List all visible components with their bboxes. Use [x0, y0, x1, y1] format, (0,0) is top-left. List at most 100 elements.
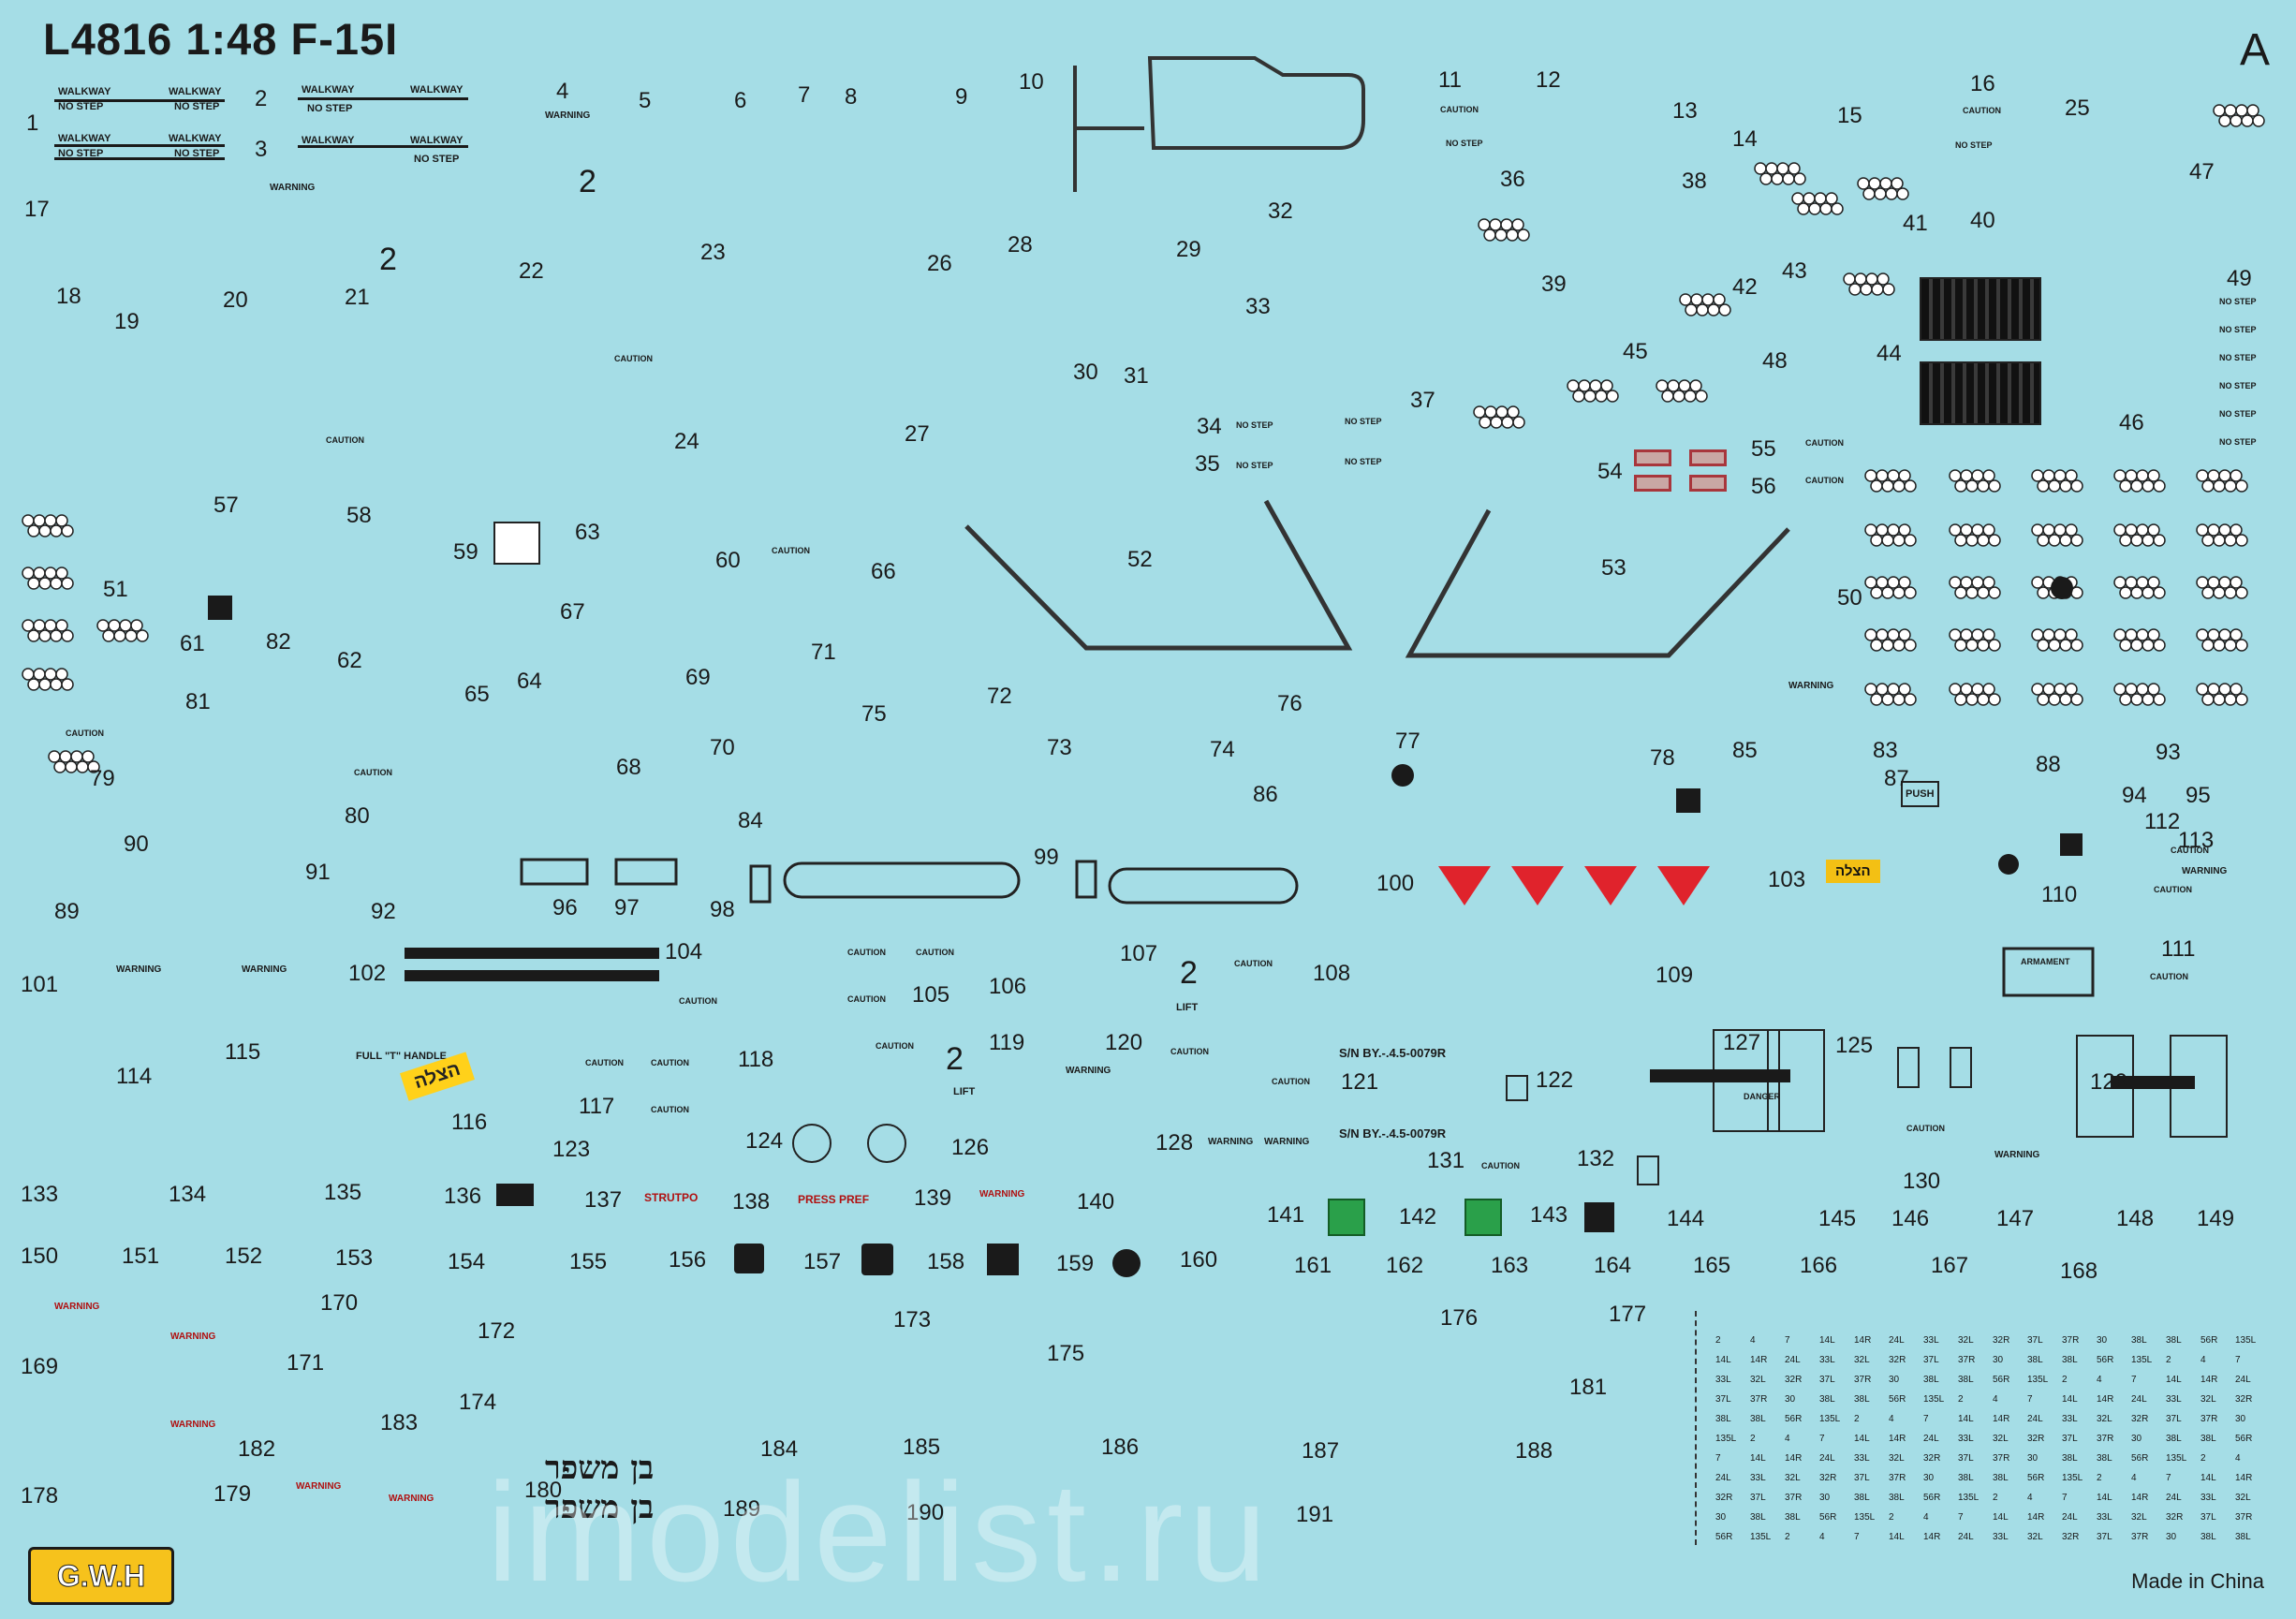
- caution-label: CAUTION: [614, 354, 653, 363]
- decal-number: 157: [803, 1249, 842, 1274]
- decal-number: 18: [56, 284, 81, 309]
- grid-number: 14R: [1993, 1414, 2010, 1424]
- lift-marker: 2: [946, 1041, 964, 1077]
- grid-number: 7: [2131, 1375, 2137, 1385]
- hebrew-name-decal: בן משפר: [545, 1489, 655, 1526]
- hex-cluster-decal: [2213, 104, 2265, 127]
- instrument-dial: [1998, 854, 2019, 875]
- decal-number: 172: [478, 1318, 516, 1344]
- grid-number: 4: [1750, 1335, 1756, 1346]
- grid-number: 38L: [1889, 1493, 1905, 1503]
- decal-number: 87: [1884, 766, 1909, 791]
- grid-number: 2: [1715, 1335, 1721, 1346]
- decal-number: 29: [1176, 237, 1201, 262]
- decal-number: 105: [912, 982, 950, 1008]
- decal-number: 191: [1296, 1502, 1334, 1527]
- caution-label: CAUTION: [66, 729, 104, 738]
- grid-number: 14R: [2200, 1375, 2218, 1385]
- decal-number: 65: [464, 682, 490, 707]
- decal-number: 47: [2189, 159, 2215, 184]
- decal-number: 57: [213, 493, 239, 518]
- decal-number: 88: [2036, 752, 2061, 777]
- hex-cluster-decal: [1567, 379, 1619, 403]
- no-step-label: NO STEP: [1955, 140, 1993, 150]
- caution-label: CAUTION: [1234, 959, 1273, 968]
- decal-number: 24: [674, 429, 699, 454]
- decal-number: 167: [1931, 1253, 1969, 1278]
- grid-number: 24L: [2166, 1493, 2182, 1503]
- grid-number: 4: [2097, 1375, 2102, 1385]
- grid-number: 37R: [2200, 1414, 2218, 1424]
- decal-number: 94: [2122, 783, 2147, 808]
- grid-number: 24L: [1715, 1473, 1731, 1483]
- decal-number: 14: [1732, 126, 1758, 152]
- decal-number: 121: [1341, 1069, 1379, 1095]
- grid-number: 7: [2062, 1493, 2068, 1503]
- hex-cluster-decal: [22, 668, 74, 691]
- decal-number: 60: [715, 548, 741, 573]
- no-step-label: NO STEP: [1236, 461, 1273, 470]
- grid-number: 38L: [1958, 1375, 1974, 1385]
- instrument-dial: [2051, 577, 2073, 599]
- hex-cluster-decal: [96, 619, 149, 642]
- hex-cluster-decal: [1791, 192, 1844, 215]
- grid-number: 2: [2097, 1473, 2102, 1483]
- decal-number: 164: [1594, 1253, 1632, 1278]
- decal-number: 139: [914, 1185, 952, 1211]
- grid-number: 38L: [2200, 1532, 2216, 1542]
- grid-number: 33L: [1958, 1434, 1974, 1444]
- stripe-decal: [2111, 1076, 2195, 1089]
- danger-label: DANGER: [1744, 1092, 1781, 1101]
- hex-cluster-decal: [2031, 469, 2083, 493]
- decal-number: 58: [346, 503, 372, 528]
- caution-label: CAUTION: [1272, 1077, 1310, 1086]
- grid-number: 37L: [2062, 1434, 2078, 1444]
- grid-number: 37R: [1889, 1473, 1906, 1483]
- decal-number: 113: [2178, 828, 2215, 853]
- instrument-dial: [1391, 764, 1414, 787]
- decal-number: 106: [989, 974, 1027, 999]
- decal-number: 76: [1277, 691, 1303, 716]
- grid-number: 135L: [2062, 1473, 2083, 1483]
- hex-cluster-decal: [2113, 576, 2166, 599]
- decal-number: 146: [1891, 1206, 1930, 1231]
- instrument-dial: [1112, 1249, 1141, 1277]
- scale-label: 1:48: [185, 14, 278, 64]
- decal-number: 77: [1395, 729, 1420, 754]
- decal-number: 176: [1440, 1305, 1479, 1331]
- grid-number: 32R: [2131, 1414, 2149, 1424]
- warning-label: WARNING: [116, 964, 162, 975]
- grid-number: 135L: [2131, 1355, 2153, 1365]
- decal-number: 111: [2161, 936, 2196, 962]
- hex-cluster-decal: [1864, 683, 1917, 706]
- decal-number: 9: [955, 84, 968, 110]
- decal-number: 95: [2186, 783, 2211, 808]
- grid-number: 37L: [1923, 1355, 1939, 1365]
- decal-number: 16: [1970, 71, 1995, 96]
- lift-label: LIFT: [1176, 1002, 1199, 1013]
- grid-number: 32R: [2166, 1512, 2184, 1523]
- decal-number: 152: [225, 1244, 263, 1269]
- decal-number: 162: [1386, 1253, 1424, 1278]
- red-marker: [1689, 475, 1727, 492]
- grid-number: 4: [2131, 1473, 2137, 1483]
- decal-number: 110: [2041, 882, 2078, 907]
- grid-number: 37R: [2097, 1434, 2114, 1444]
- no-step-label: NO STEP: [2219, 437, 2257, 447]
- grid-number: 14R: [1854, 1335, 1872, 1346]
- instrument-dial: [792, 1124, 832, 1163]
- decal-number: 75: [861, 701, 887, 727]
- no-step-label: NO STEP: [58, 101, 104, 112]
- decal-number: 104: [665, 939, 703, 964]
- grid-number: 32R: [2027, 1434, 2045, 1444]
- decal-number: 48: [1762, 348, 1788, 374]
- hex-cluster-decal: [1949, 523, 2001, 547]
- decal-number: 5: [639, 88, 652, 113]
- outline-decal: [1950, 1047, 1972, 1088]
- caution-label: CAUTION: [2150, 972, 2188, 981]
- decal-number: 150: [21, 1244, 59, 1269]
- decal-number: 136: [444, 1184, 482, 1209]
- decal-number: 92: [371, 899, 396, 924]
